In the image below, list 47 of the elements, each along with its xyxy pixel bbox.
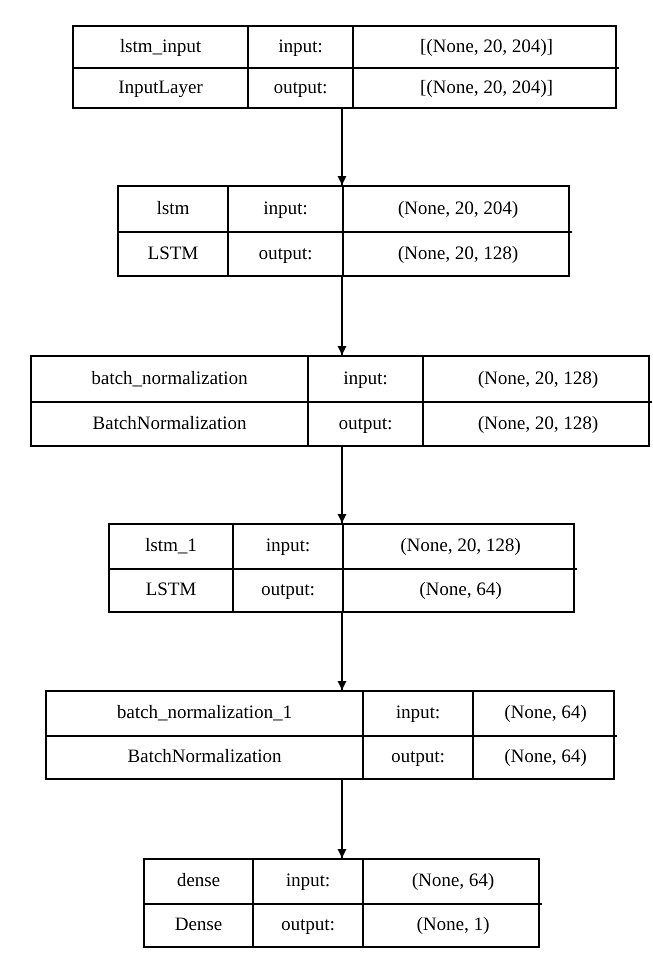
table-cell: input:: [252, 860, 362, 903]
table-cell: input:: [227, 187, 342, 231]
table-cell: input:: [307, 357, 422, 401]
table-cell: (None, 20, 128): [342, 231, 572, 275]
table-cell-text: lstm_input: [118, 34, 202, 59]
table-cell: output:: [362, 735, 472, 778]
table-cell: input:: [232, 525, 342, 568]
table-cell: input:: [362, 692, 472, 735]
table-cell: BatchNormalization: [47, 735, 362, 778]
table-cell: LSTM: [119, 231, 227, 275]
layer-table: [143, 858, 540, 948]
layer-table: [45, 690, 615, 780]
table-cell-text: batch_normalization: [90, 366, 249, 391]
table-cell: [(None, 20, 204)]: [352, 27, 619, 67]
table-cell: (None, 20, 204): [342, 187, 572, 231]
table-cell: output:: [307, 401, 422, 445]
table-cell: BatchNormalization: [32, 401, 307, 445]
table-cell: output:: [252, 903, 362, 946]
arrow: [338, 109, 346, 185]
layer-table: [117, 185, 570, 277]
layer-table: [108, 523, 575, 613]
table-cell: (None, 20, 128): [342, 525, 577, 568]
arrow: [338, 277, 346, 355]
table-cell: Dense: [145, 903, 252, 946]
arrow: [338, 447, 346, 523]
table-cell: (None, 20, 128): [422, 401, 652, 445]
table-cell: (None, 64): [342, 568, 577, 611]
table-cell: InputLayer: [74, 67, 247, 107]
table-cell-text: dense: [176, 869, 222, 894]
table-cell: [(None, 20, 204)]: [352, 67, 619, 107]
table-cell: (None, 64): [472, 692, 617, 735]
layer-table: [30, 355, 650, 447]
table-cell: LSTM: [110, 568, 232, 611]
arrow: [338, 613, 346, 690]
table-cell: output:: [232, 568, 342, 611]
table-cell-text: batch_normalization_1: [116, 701, 294, 726]
arrow: [338, 780, 346, 858]
table-cell: input:: [247, 27, 352, 67]
table-cell: (None, 64): [362, 860, 542, 903]
table-cell: (None, 20, 128): [422, 357, 652, 401]
table-cell: (None, 1): [362, 903, 542, 946]
layer-table: [72, 25, 617, 109]
table-cell-text: lstm_1: [144, 534, 198, 558]
table-cell: output:: [227, 231, 342, 275]
table-cell: output:: [247, 67, 352, 107]
table-cell: (None, 64): [472, 735, 617, 778]
table-cell-text: lstm: [156, 196, 190, 221]
